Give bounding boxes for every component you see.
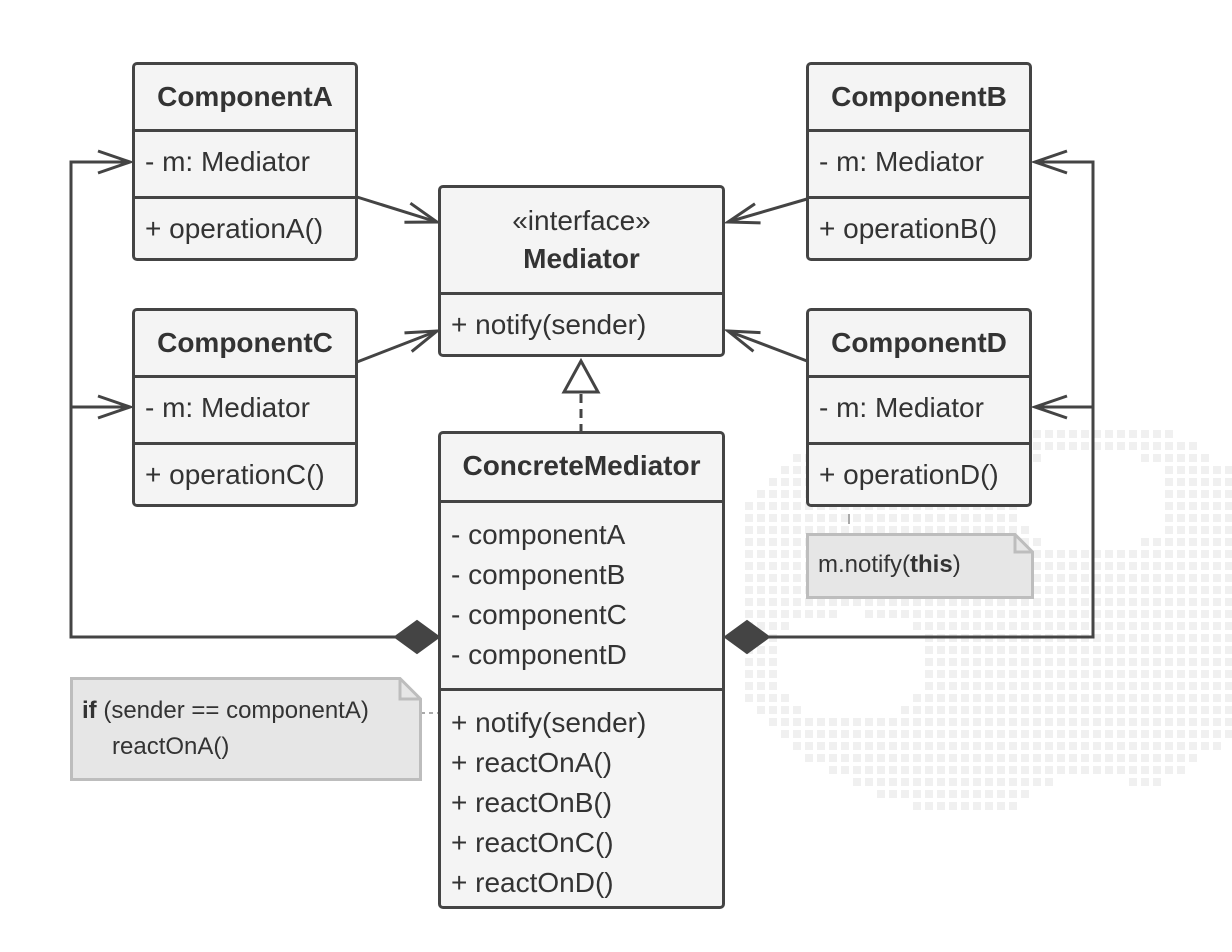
arrow-componentD-to-mediator — [723, 329, 808, 363]
method-reactOnC: + reactOnC() — [451, 827, 614, 858]
stereotype-label: «interface» — [512, 205, 651, 236]
open-arrow-to-componentB — [1030, 149, 1068, 175]
field-componentD: - componentD — [451, 639, 627, 670]
field-componentB: - componentB — [451, 559, 626, 590]
open-arrow-to-componentD — [1030, 394, 1068, 420]
method-operationD: + operationD() — [819, 459, 999, 490]
interface-mediator: «interface» Mediator + notify(sender) — [438, 185, 725, 357]
call-prefix: m.notify( — [818, 551, 911, 578]
arrow-componentC-to-mediator — [356, 329, 442, 364]
note-text: m.notify(this) — [818, 551, 961, 579]
class-name: ComponentC — [157, 327, 333, 358]
note-notify-logic: if (sender == componentA) reactOnA() — [70, 677, 422, 781]
composition-diamond-left — [393, 619, 441, 655]
field-m: - m: Mediator — [819, 146, 984, 177]
class-componentD: ComponentD - m: Mediator + operationD() — [806, 308, 1032, 507]
call-suffix: ) — [952, 551, 961, 578]
field-m: - m: Mediator — [145, 146, 310, 177]
open-arrow-to-componentA — [97, 149, 135, 175]
method-reactOnD: + reactOnD() — [451, 867, 614, 898]
class-concrete-mediator: ConcreteMediator - componentA - componen… — [438, 431, 725, 909]
class-componentC: ComponentC - m: Mediator + operationC() — [132, 308, 358, 507]
class-componentA: ComponentA - m: Mediator + operationA() — [132, 62, 358, 261]
note-line-1: if (sender == componentA) — [82, 697, 369, 725]
method-notify: + notify(sender) — [451, 309, 647, 340]
field-componentA: - componentA — [451, 519, 626, 550]
composition-line-left — [69, 160, 396, 639]
method-reactOnB: + reactOnB() — [451, 787, 613, 818]
method-operationA: + operationA() — [145, 213, 324, 244]
class-name: ComponentB — [831, 81, 1007, 112]
keyword-this: this — [910, 551, 953, 578]
note-notify-call: m.notify(this) — [806, 533, 1034, 599]
note-shape — [70, 677, 422, 781]
realization-triangle — [561, 357, 601, 394]
keyword-if: if — [82, 697, 97, 724]
method-operationC: + operationC() — [145, 459, 325, 490]
reaction-call: reactOnA() — [112, 733, 230, 760]
composition-line-right — [766, 160, 1095, 639]
field-m: - m: Mediator — [819, 392, 984, 423]
field-m: - m: Mediator — [145, 392, 310, 423]
arrow-componentA-to-mediator — [356, 195, 442, 224]
note-shape — [806, 533, 1034, 599]
arrow-componentB-to-mediator — [723, 197, 808, 225]
method-reactOnA: + reactOnA() — [451, 747, 613, 778]
method-operationB: + operationB() — [819, 213, 998, 244]
condition-text: (sender == componentA) — [96, 697, 369, 724]
interface-name: Mediator — [523, 243, 640, 274]
method-notify: + notify(sender) — [451, 707, 647, 738]
field-componentC: - componentC — [451, 599, 627, 630]
class-componentB: ComponentB - m: Mediator + operationB() — [806, 62, 1032, 261]
class-name: ConcreteMediator — [462, 450, 701, 481]
class-name: ComponentA — [157, 81, 333, 112]
note-line-2: reactOnA() — [112, 733, 229, 761]
composition-diamond-right — [723, 619, 771, 655]
class-name: ComponentD — [831, 327, 1007, 358]
open-arrow-to-componentC — [97, 394, 135, 420]
